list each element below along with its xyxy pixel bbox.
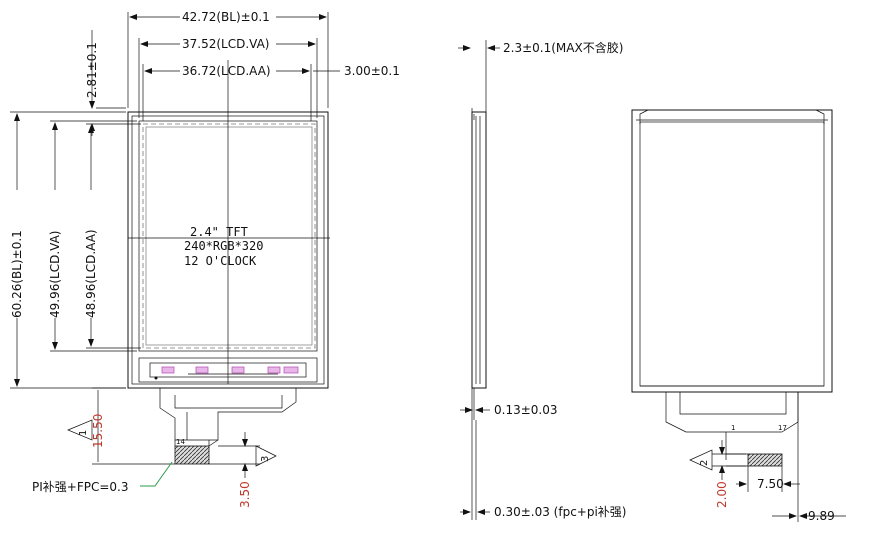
dim-total-thickness: 0.30±.03 (fpc+pi补强) (494, 505, 626, 519)
dim-fpc-thickness: 0.13±0.03 (494, 403, 558, 417)
dim-fpc-tail: 3.50 (238, 481, 252, 508)
marker-1-label: 1 (78, 430, 89, 436)
dim-fpc-length: 15.50 (91, 414, 105, 448)
pi-leader-line (140, 461, 173, 487)
dim-aa-offset-right: 3.00±0.1 (344, 64, 400, 78)
back-pin-17-label: 17 (778, 424, 787, 432)
pad (267, 366, 281, 374)
marker-3-triangle (255, 445, 277, 467)
dim-lcd-va-height: 49.96(LCD.VA) (48, 231, 62, 319)
marker-1-triangle (67, 419, 93, 441)
pin-label: 14 (176, 438, 185, 446)
dim-lcd-aa-height: 48.96(LCD.AA) (84, 229, 98, 318)
side-view: 2.3±0.1(MAX不含胶) 0.13±0.03 0.30±.03 (fpc+… (458, 40, 626, 520)
center-text-line-3: 12 O'CLOCK (184, 254, 257, 268)
back-view: 1 17 2 2.00 7.50 9.89 (631, 109, 846, 523)
dim-back-200: 2.00 (715, 481, 729, 508)
marker-2-label: 2 (699, 460, 710, 466)
front-view: 14 2.4" TFT 240*RGB*320 12 O'CLOCK 42.72… (10, 10, 400, 508)
center-text-line-1: 2.4" TFT (190, 225, 248, 239)
center-text-line-2: 240*RGB*320 (184, 239, 263, 253)
pad (283, 366, 299, 374)
dim-lcd-aa-width: 36.72(LCD.AA) (182, 64, 271, 78)
pad (231, 366, 245, 374)
dim-lcd-va-width: 37.52(LCD.VA) (182, 37, 270, 51)
dim-top-offset: 2.81±0.1 (85, 42, 99, 98)
lcd-aa-area (142, 123, 316, 349)
pad (195, 366, 209, 374)
back-outline (631, 109, 833, 393)
side-profile (471, 111, 487, 389)
dim-back-989: 9.89 (808, 509, 835, 523)
pad (161, 366, 175, 374)
pi-label: PI补强+FPC=0.3 (32, 480, 129, 494)
fpc-outline (159, 388, 297, 441)
dim-bl-height: 60.26(BL)±0.1 (10, 230, 24, 318)
fpc-contact-area (174, 445, 210, 465)
marker-2-triangle (689, 449, 713, 471)
dim-back-750: 7.50 (757, 477, 784, 491)
dim-max-thickness: 2.3±0.1(MAX不含胶) (503, 40, 623, 55)
dim-bl-width: 42.72(BL)±0.1 (182, 10, 270, 24)
back-panel (639, 121, 825, 387)
marker-3-label: 3 (260, 456, 271, 462)
back-contact-area (747, 453, 783, 467)
back-pin-1-label: 1 (731, 424, 735, 432)
